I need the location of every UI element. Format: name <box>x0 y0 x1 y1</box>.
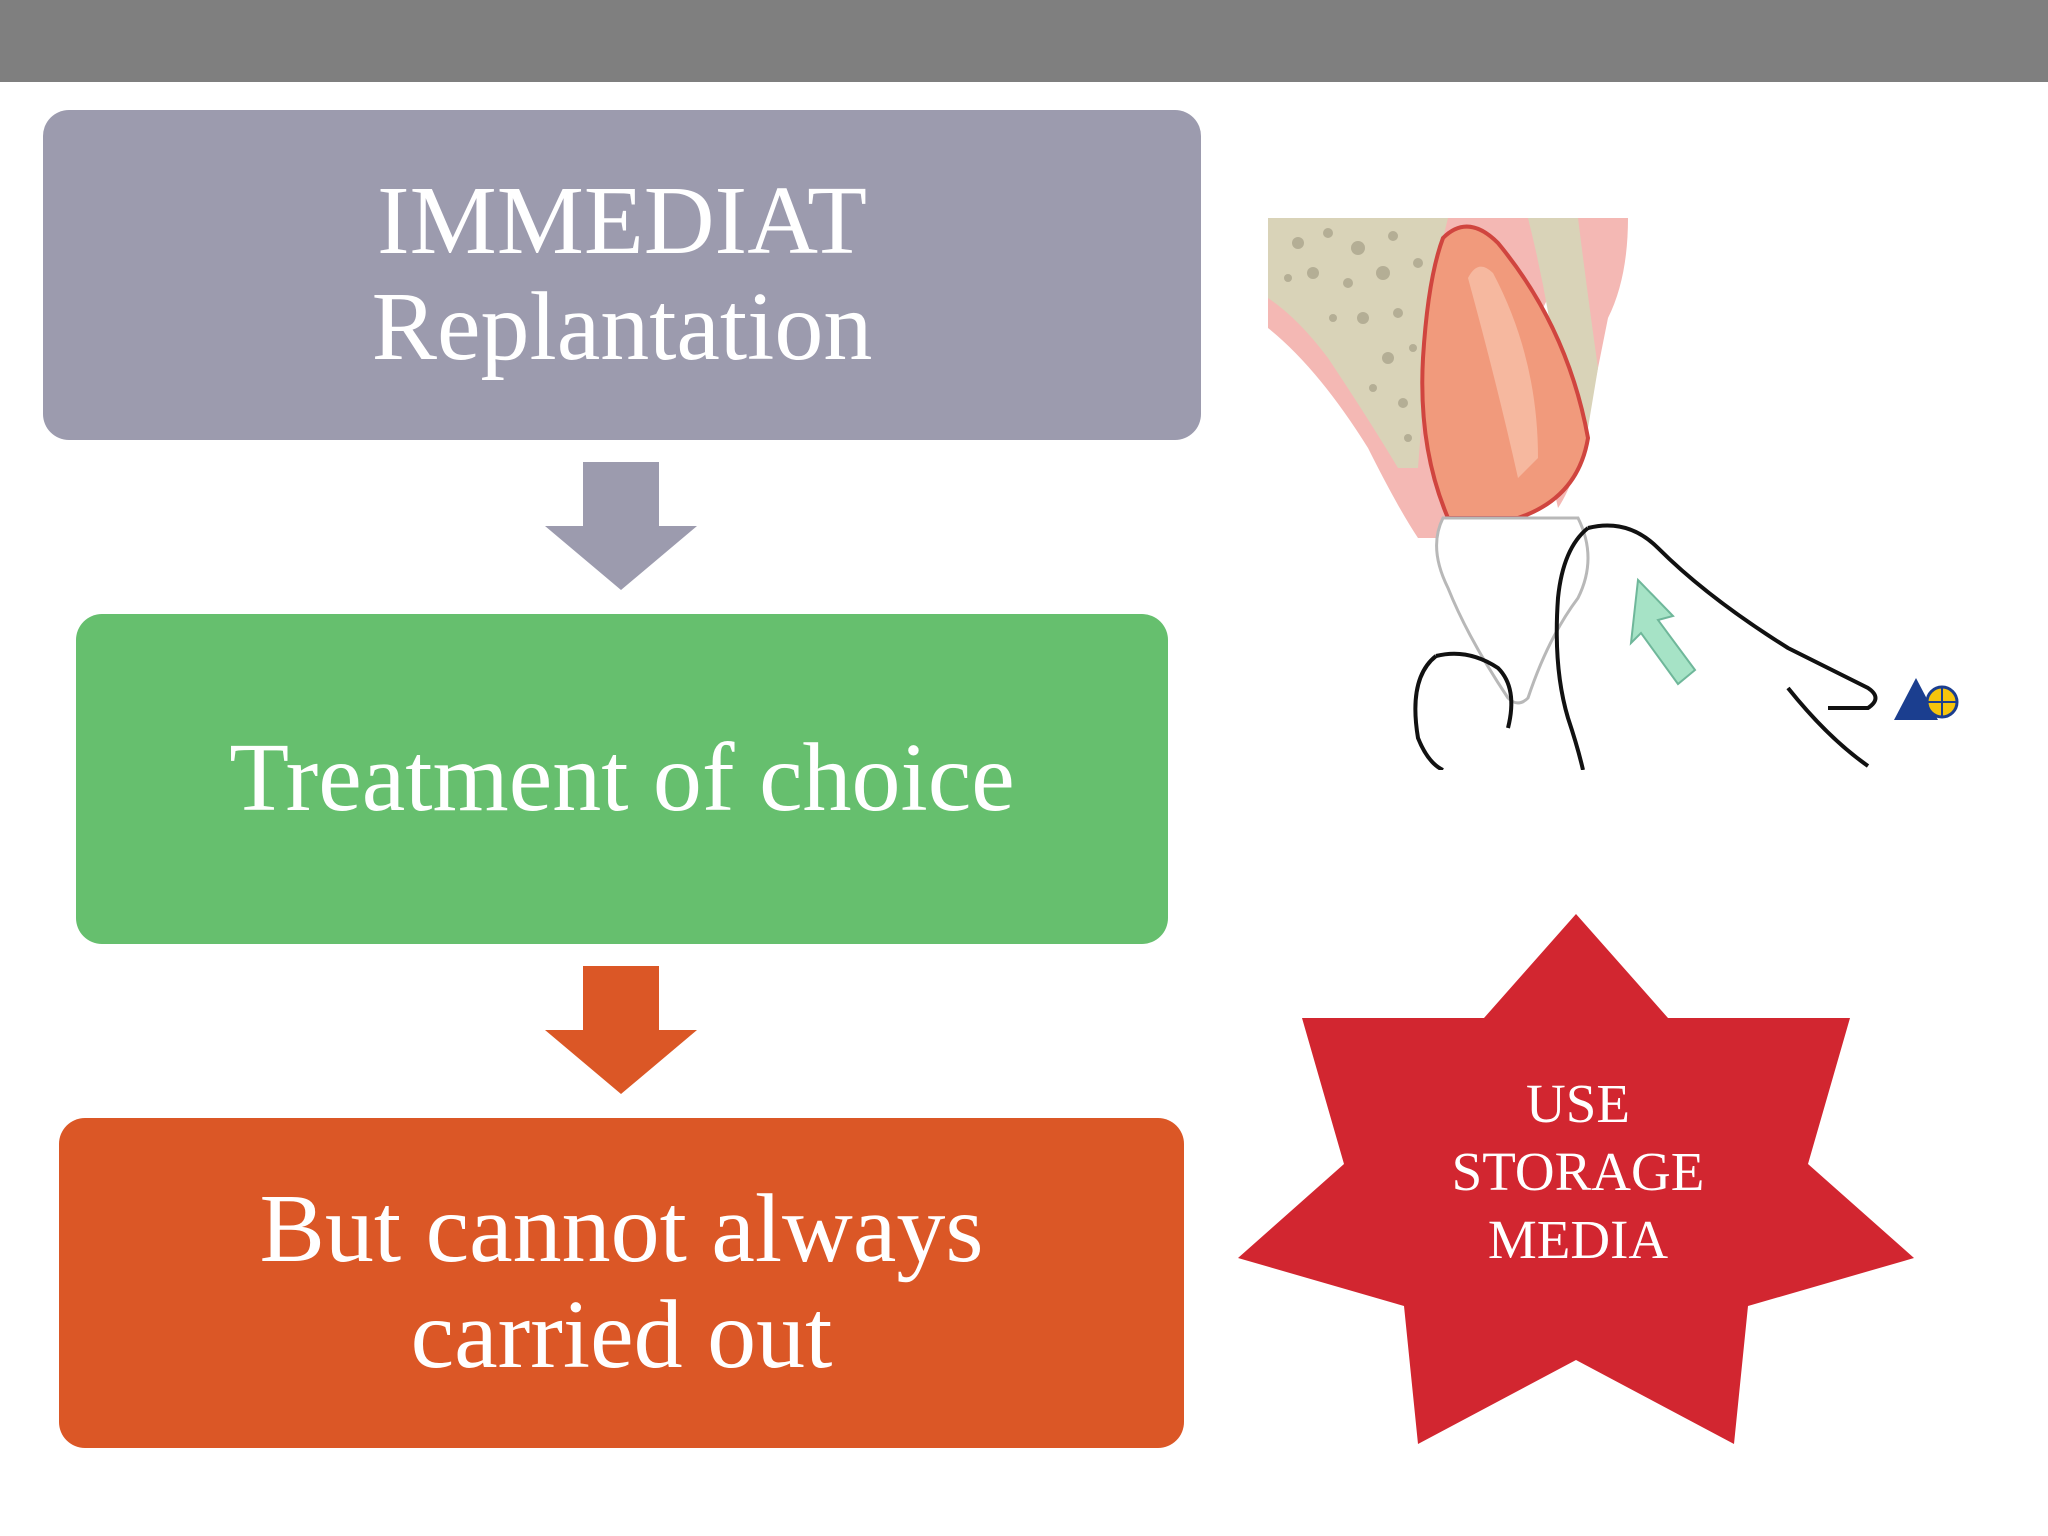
callout-line3: MEDIA <box>1487 1209 1669 1270</box>
callout-line2: STORAGE <box>1451 1141 1705 1202</box>
step1-line2: Replantation <box>371 273 873 381</box>
storage-media-callout: USE STORAGE MEDIA <box>1380 1070 1776 1274</box>
tooth-replantation-illustration <box>1268 218 1959 770</box>
step3-line1: But cannot always <box>259 1175 984 1284</box>
star-callout-shape <box>1238 914 1914 1444</box>
title-bar <box>0 0 2048 82</box>
down-arrow-icon <box>545 966 697 1094</box>
step2-line1: Treatment of choice <box>229 724 1015 833</box>
step-cannot-always-carried-out: But cannot always carried out <box>59 1118 1184 1448</box>
step1-line1: IMMEDIAT <box>377 167 867 276</box>
step-treatment-of-choice: Treatment of choice <box>76 614 1168 944</box>
step-immediate-replantation: IMMEDIAT Replantation <box>43 110 1201 440</box>
down-arrow-icon <box>545 462 697 590</box>
step3-line2: carried out <box>410 1281 833 1389</box>
callout-line1: USE <box>1526 1073 1630 1134</box>
